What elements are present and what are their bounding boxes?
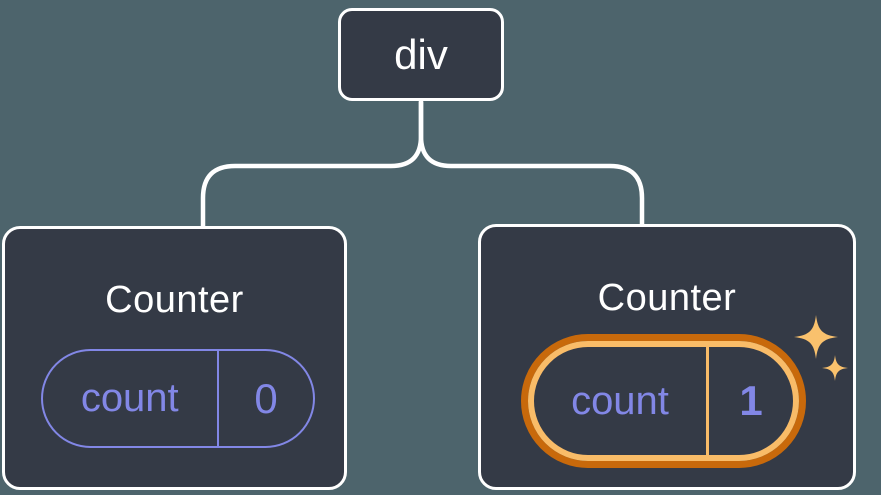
sparkle-icon-small (822, 355, 848, 381)
connector-right-branch (418, 99, 645, 228)
state-highlight-ring-inner: count 1 (528, 341, 799, 461)
state-key-label: count (571, 378, 669, 423)
state-pill-highlighted: count 1 (534, 347, 793, 455)
root-node-div: div (338, 8, 504, 101)
state-pill: count 0 (41, 349, 315, 448)
pill-divider (706, 347, 709, 455)
state-highlight-ring: count 1 (521, 334, 806, 468)
component-title: Counter (105, 279, 244, 321)
state-value: 1 (739, 377, 763, 424)
state-key-label: count (80, 376, 179, 420)
state-value: 0 (254, 374, 278, 422)
sparkle-icon-large (794, 315, 838, 359)
pill-divider (216, 351, 219, 446)
counter-card-left: Counter count 0 (2, 226, 347, 490)
connector-left-branch (200, 99, 424, 230)
component-title: Counter (597, 277, 737, 319)
counter-card-right: Counter count 1 (478, 224, 856, 490)
root-node-label: div (394, 30, 448, 78)
